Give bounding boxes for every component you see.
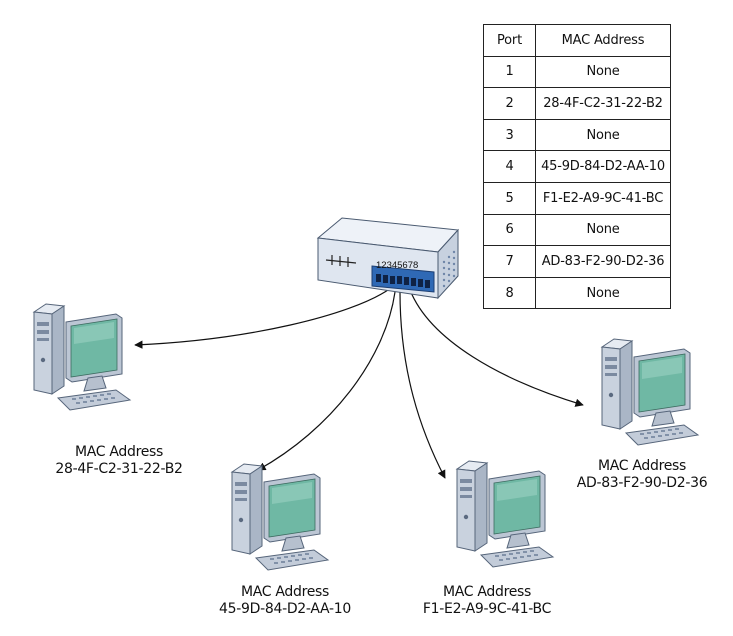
caption-label: MAC Address xyxy=(74,444,164,460)
computer-bottom-middle xyxy=(447,455,559,573)
port-cell: 2 xyxy=(483,87,536,120)
computer-bottom-left xyxy=(222,458,334,576)
table-row: 5 F1-E2-A9-9C-41-BC xyxy=(483,181,671,215)
table-row: 1 None xyxy=(483,55,671,89)
mac-address-table: Port MAC Address 1 None 2 28-4F-C2-31-22… xyxy=(483,24,671,310)
monitor-icon xyxy=(488,470,546,549)
header-port: Port xyxy=(483,24,536,57)
caption-mac: AD-83-F2-90-D2-36 xyxy=(576,475,708,491)
keyboard-icon xyxy=(254,549,330,571)
header-mac-address: MAC Address xyxy=(535,24,671,57)
caption-computer-right: MAC Address AD-83-F2-90-D2-36 xyxy=(552,458,732,492)
keyboard-icon xyxy=(56,389,132,411)
port-cell: 5 xyxy=(483,181,536,215)
table-row: 2 28-4F-C2-31-22-B2 xyxy=(483,87,671,120)
monitor-icon xyxy=(633,348,691,427)
monitor-icon xyxy=(263,473,321,552)
switch-port-numbers: 12345678 xyxy=(376,260,418,271)
tower-icon xyxy=(32,303,66,395)
network-switch: 12345678 xyxy=(316,217,460,300)
port-cell: 3 xyxy=(483,118,536,152)
tower-icon xyxy=(600,338,634,430)
caption-label: MAC Address xyxy=(442,584,532,600)
mac-cell: AD-83-F2-90-D2-36 xyxy=(535,245,671,278)
caption-mac: 45-9D-84-D2-AA-10 xyxy=(219,601,351,617)
mac-cell: 28-4F-C2-31-22-B2 xyxy=(535,87,671,120)
keyboard-icon xyxy=(624,424,700,446)
table-row: 6 None xyxy=(483,213,671,247)
caption-label: MAC Address xyxy=(240,584,330,600)
computer-left xyxy=(24,298,136,416)
port-cell: 8 xyxy=(483,276,536,310)
table-row: 4 45-9D-84-D2-AA-10 xyxy=(483,150,671,183)
port-cell: 4 xyxy=(483,150,536,183)
mac-cell: None xyxy=(535,213,671,247)
port-cell: 1 xyxy=(483,55,536,89)
table-row: 7 AD-83-F2-90-D2-36 xyxy=(483,245,671,278)
caption-mac: 28-4F-C2-31-22-B2 xyxy=(55,461,183,477)
mac-cell: None xyxy=(535,55,671,89)
monitor-icon xyxy=(65,313,123,392)
table-row: 3 None xyxy=(483,118,671,152)
mac-cell: 45-9D-84-D2-AA-10 xyxy=(535,150,671,183)
link-to-pc-bottom-left xyxy=(257,291,396,471)
tower-icon xyxy=(455,460,489,552)
caption-label: MAC Address xyxy=(597,458,687,474)
tower-icon xyxy=(230,463,264,555)
caption-computer-bottom-left: MAC Address 45-9D-84-D2-AA-10 xyxy=(195,584,375,618)
caption-computer-bottom-middle: MAC Address F1-E2-A9-9C-41-BC xyxy=(397,584,577,618)
computer-right xyxy=(592,333,704,451)
mac-cell: None xyxy=(535,118,671,152)
keyboard-icon xyxy=(479,546,555,568)
link-to-pc-left xyxy=(134,289,389,349)
mac-cell: F1-E2-A9-9C-41-BC xyxy=(535,181,671,215)
caption-mac: F1-E2-A9-9C-41-BC xyxy=(422,601,552,617)
port-cell: 7 xyxy=(483,245,536,278)
link-to-pc-right xyxy=(409,289,584,407)
caption-computer-left: MAC Address 28-4F-C2-31-22-B2 xyxy=(29,444,209,478)
port-cell: 6 xyxy=(483,213,536,247)
mac-cell: None xyxy=(535,276,671,310)
link-to-pc-bottom-middle xyxy=(399,291,446,479)
table-row: 8 None xyxy=(483,276,671,310)
